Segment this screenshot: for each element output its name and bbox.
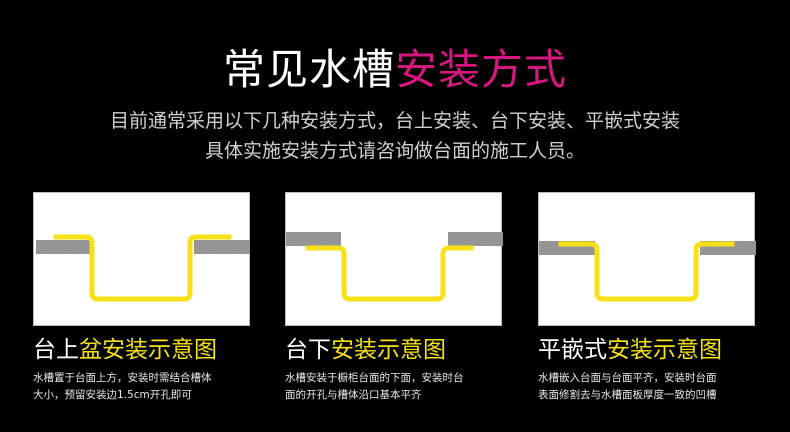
countertop-left xyxy=(36,240,92,254)
desc-under-mount-line-2: 面的开孔与槽体沿口基本平齐 xyxy=(285,389,422,401)
top-mount-diagram xyxy=(33,192,250,326)
subtitle-line-1: 目前通常采用以下几种安装方式，台上安装、台下安装、平嵌式安装 xyxy=(109,110,680,132)
desc-flush-mount-line-1: 水槽嵌入台面与台面平齐，安装时台面 xyxy=(538,372,717,384)
countertop-right xyxy=(194,240,250,254)
caption-yellow: 安装示意图 xyxy=(607,337,722,363)
title-pink-part: 安装方式 xyxy=(395,45,568,94)
countertop-left xyxy=(286,232,341,246)
caption-yellow: 盆 xyxy=(79,337,102,363)
caption-under-mount: 台下安装示意图 xyxy=(285,336,446,364)
desc-top-mount-line-1: 水槽置于台面上方，安装时需结合槽体 xyxy=(33,372,212,384)
desc-top-mount-line-2: 大小，预留安装边1.5cm开孔即可 xyxy=(33,389,192,401)
page-title: 常见水槽安装方式 xyxy=(0,44,790,96)
caption-white: 平嵌式 xyxy=(538,337,607,363)
caption-flush-mount: 平嵌式安装示意图 xyxy=(538,336,722,364)
caption-white: 台上 xyxy=(33,337,79,363)
caption-white: 台下 xyxy=(285,337,331,363)
desc-under-mount-line-1: 水槽安装于橱柜台面的下面，安装时台 xyxy=(285,372,464,384)
caption-top-mount: 台上盆安装示意图 xyxy=(33,336,217,364)
under-mount-diagram xyxy=(285,192,503,326)
sink-profile xyxy=(305,245,474,302)
caption-yellow: 安装示意图 xyxy=(331,337,446,363)
desc-flush-mount-line-2: 表面修割去与水槽面板厚度一致的凹槽 xyxy=(538,389,717,401)
title-white-part: 常见水槽 xyxy=(222,45,395,94)
sink-profile xyxy=(53,234,232,302)
sink-profile xyxy=(558,241,735,302)
countertop-right xyxy=(448,232,503,246)
caption-yellow: 安装示意图 xyxy=(102,337,217,363)
flush-mount-diagram xyxy=(538,192,756,326)
subtitle-line-2: 具体实施安装方式请咨询做台面的施工人员。 xyxy=(204,140,585,162)
